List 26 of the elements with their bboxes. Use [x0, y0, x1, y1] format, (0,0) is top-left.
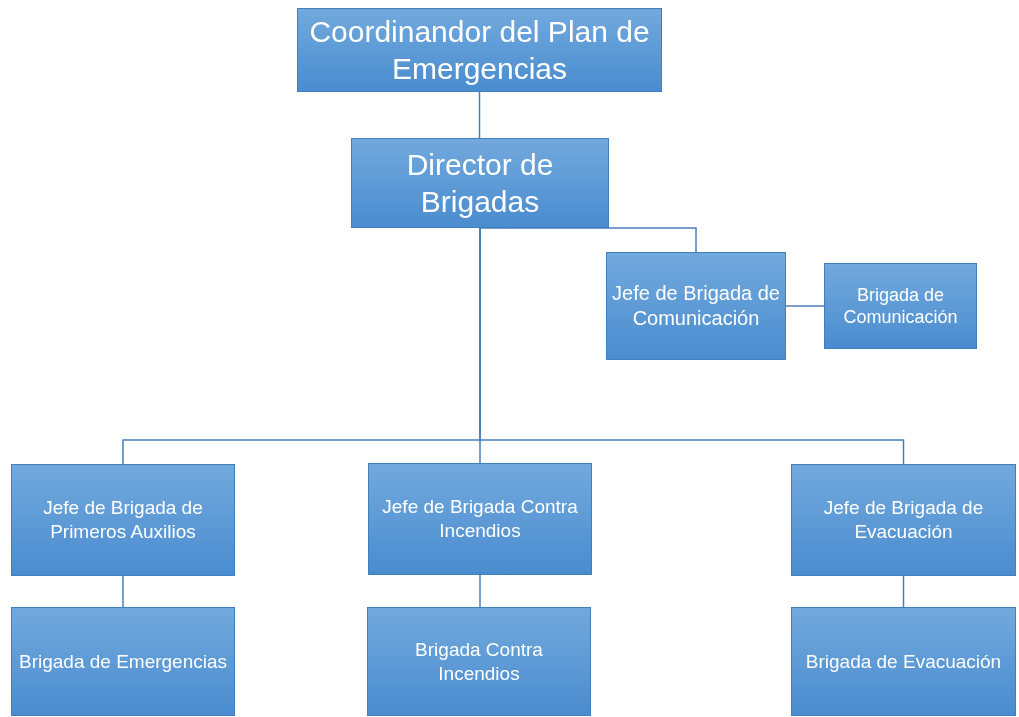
- org-box: [791, 607, 1016, 716]
- connector-line: [902, 575, 905, 608]
- box-label: Director de Brigadas: [405, 146, 555, 220]
- org-box: [11, 607, 235, 716]
- connector-line: [785, 305, 825, 307]
- connector-line: [479, 227, 905, 465]
- org-box: [791, 464, 1016, 576]
- org-box: [367, 607, 591, 716]
- connector-line: [478, 91, 481, 139]
- org-box: [297, 8, 662, 92]
- org-box: [368, 463, 592, 575]
- box-label: Jefe de Brigada de Evacuación: [822, 496, 985, 544]
- org-box: [351, 138, 609, 228]
- box-label: Brigada Contra Incendios: [414, 637, 544, 686]
- org-box: [11, 464, 235, 576]
- box-label: Jefe de Brigada Contra Incendios: [381, 495, 579, 543]
- box-label: Jefe de Brigada de Comunicación: [611, 281, 781, 331]
- box-label: Brigada de Evacuación: [805, 649, 1002, 674]
- box-label: Brigada de Emergencias: [18, 649, 228, 674]
- org-box: [824, 263, 977, 349]
- connector-line: [479, 574, 481, 608]
- box-label: Jefe de Brigada de Primeros Auxilios: [42, 496, 204, 544]
- connector-line: [122, 575, 124, 608]
- box-label: Coordinandor del Plan de Emergencias: [308, 13, 651, 87]
- org-box: [606, 252, 786, 360]
- box-label: Brigada de Comunicación: [842, 283, 959, 329]
